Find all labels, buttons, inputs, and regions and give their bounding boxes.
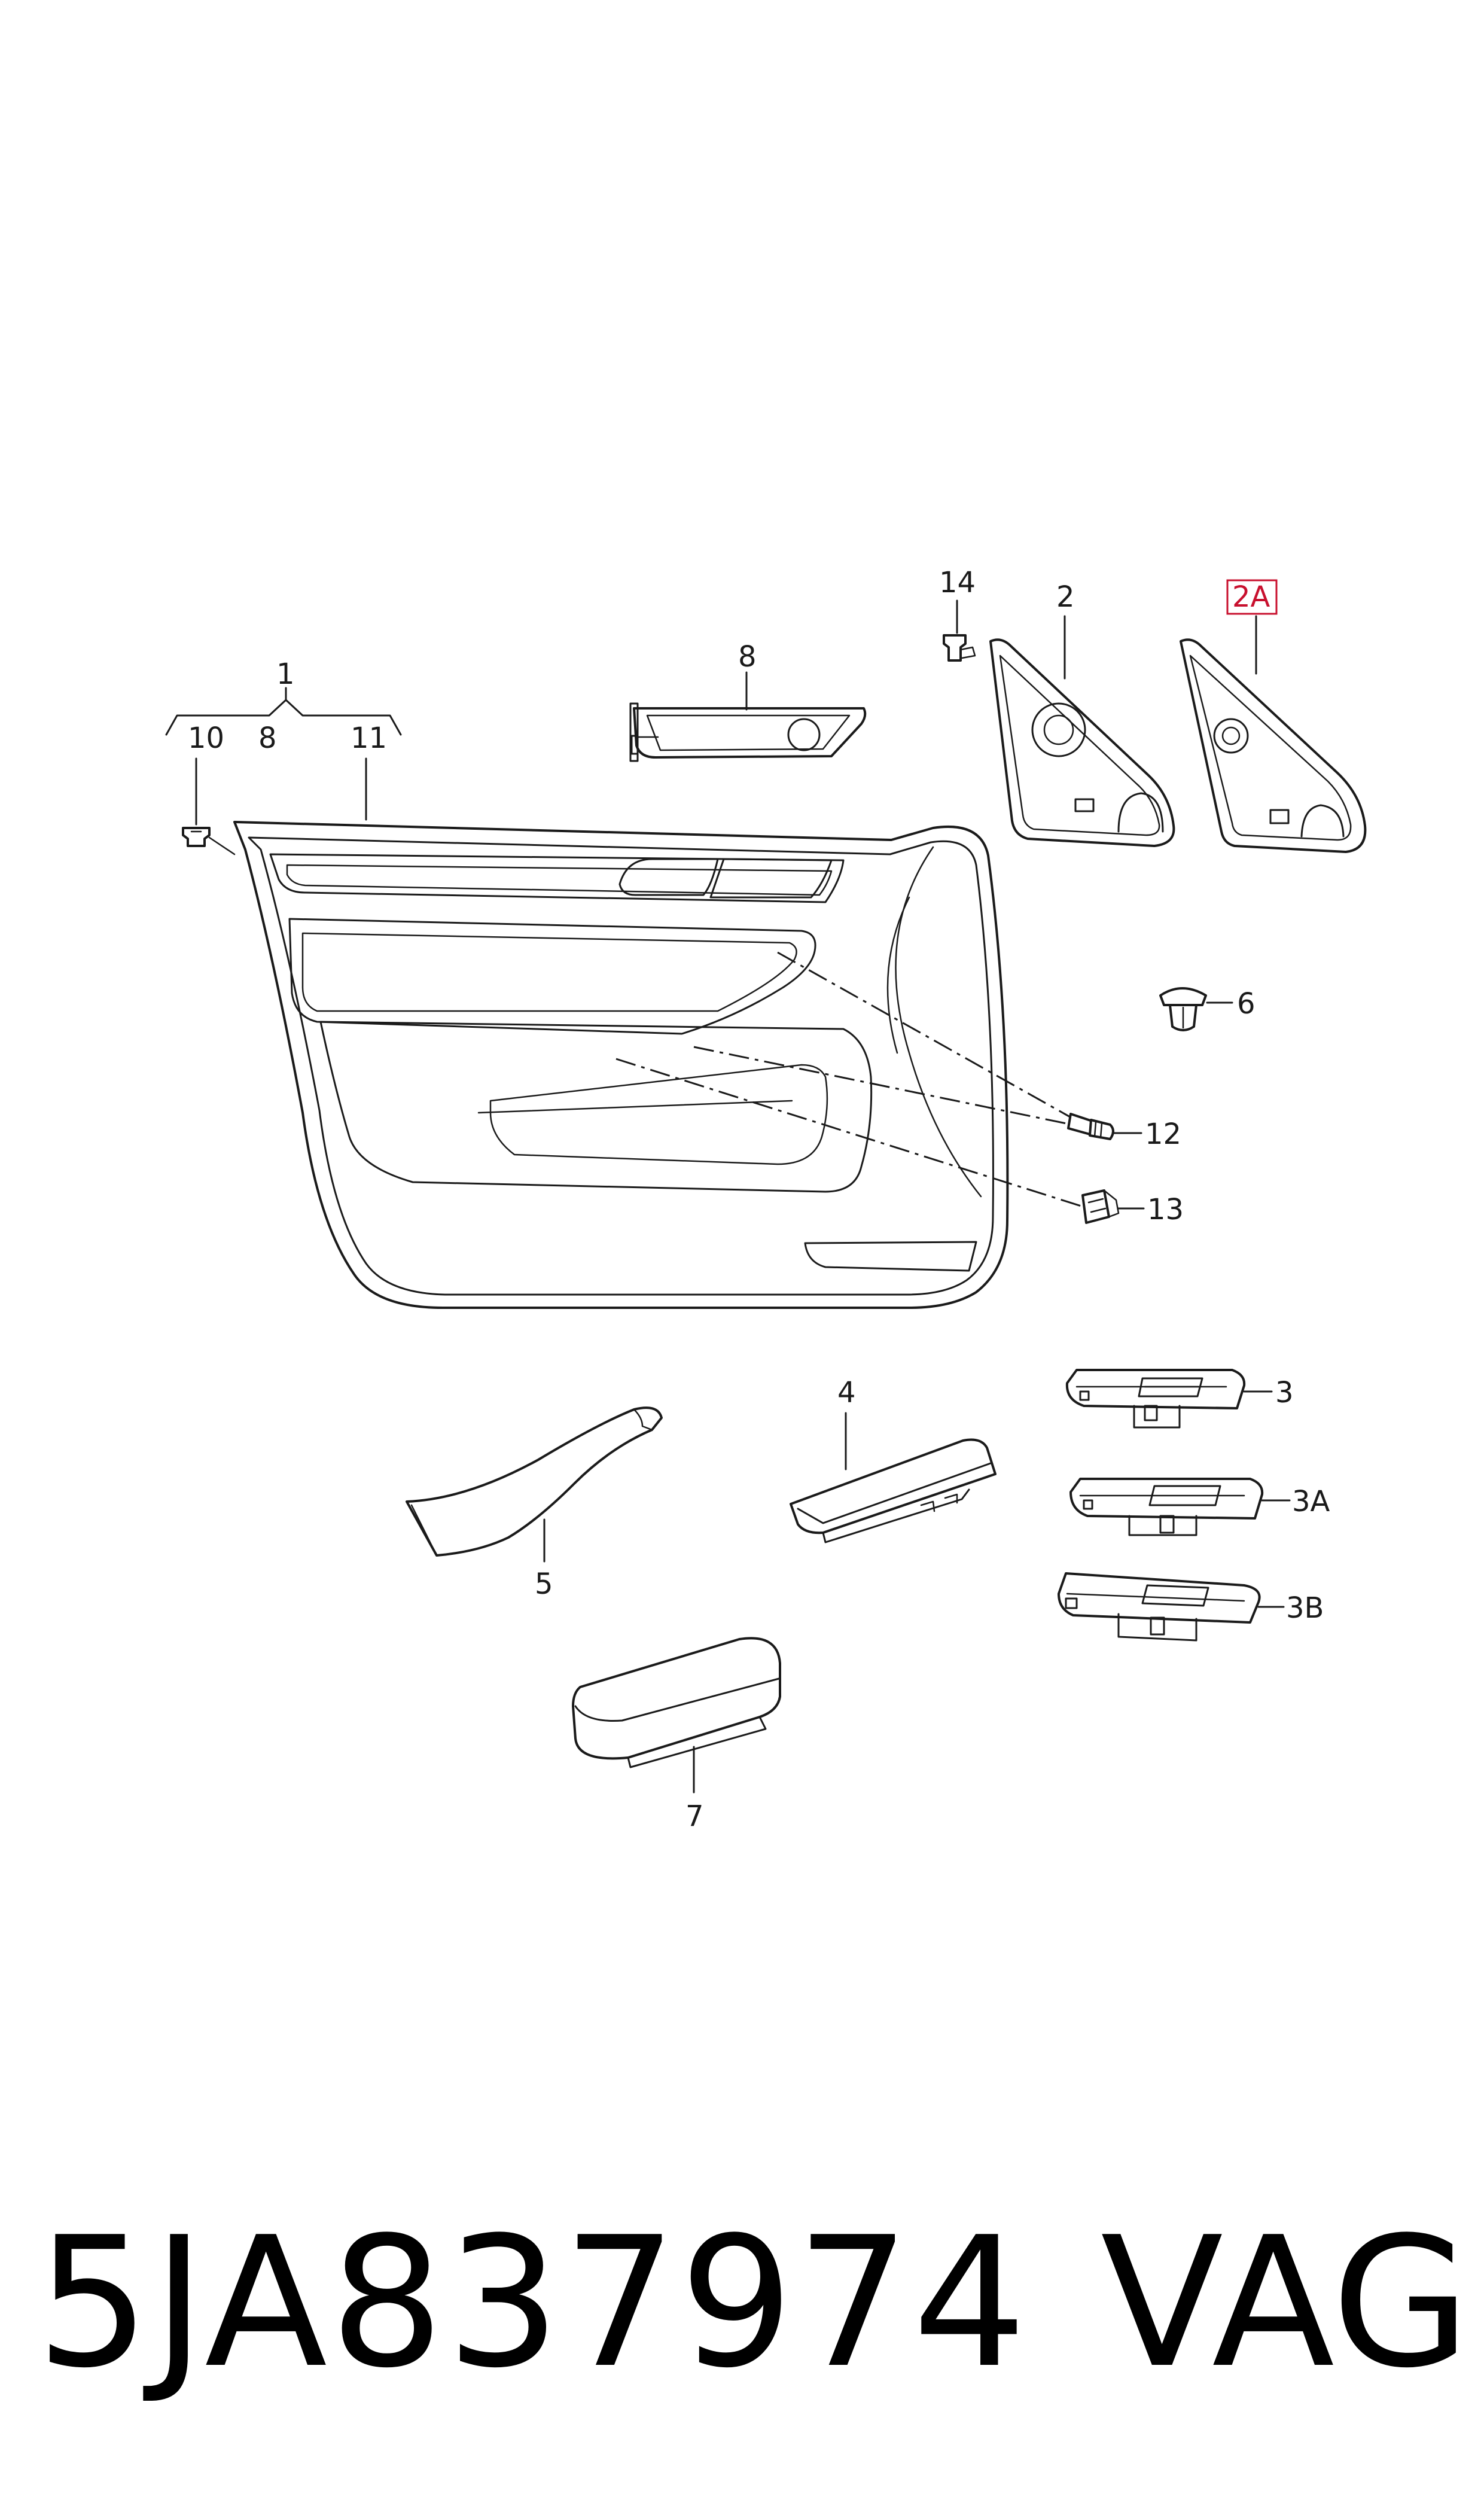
label-11: 11 bbox=[351, 721, 387, 755]
clip-10 bbox=[182, 827, 236, 855]
brand-name: VAG bbox=[1101, 2199, 1471, 2407]
label-3: 3 bbox=[1275, 1376, 1294, 1409]
screw-14 bbox=[943, 634, 976, 662]
leader-12a bbox=[777, 951, 1084, 1126]
label-3B: 3B bbox=[1286, 1591, 1324, 1625]
clip-6 bbox=[1159, 987, 1207, 1031]
label-2: 2 bbox=[1056, 580, 1075, 614]
label-8-group: 8 bbox=[258, 721, 277, 755]
door-trim-panel bbox=[233, 821, 1009, 1309]
label-14: 14 bbox=[939, 566, 976, 599]
label-10: 10 bbox=[188, 721, 224, 755]
window-switch-3 bbox=[1065, 1369, 1246, 1429]
inner-handle-8 bbox=[629, 702, 867, 762]
clip-13 bbox=[1081, 1189, 1120, 1224]
label-6: 6 bbox=[1237, 987, 1256, 1021]
label-3A: 3A bbox=[1292, 1485, 1330, 1518]
highlight-box-2A bbox=[1226, 579, 1278, 615]
window-switch-3B bbox=[1058, 1572, 1261, 1642]
label-2A: 2A bbox=[1232, 580, 1270, 614]
label-1: 1 bbox=[276, 657, 295, 691]
armrest-pad-7 bbox=[572, 1637, 781, 1768]
group-bracket-1 bbox=[165, 687, 402, 736]
leader-13 bbox=[615, 1058, 1089, 1210]
screw-12 bbox=[1067, 1113, 1114, 1140]
switch-bezel-4 bbox=[790, 1438, 997, 1543]
speaker-cover-2A bbox=[1180, 638, 1367, 853]
window-switch-3A bbox=[1069, 1478, 1264, 1536]
label-4: 4 bbox=[837, 1376, 856, 1409]
label-7: 7 bbox=[685, 1800, 704, 1833]
label-13: 13 bbox=[1147, 1193, 1184, 1226]
label-12: 12 bbox=[1145, 1118, 1181, 1151]
speaker-cover-2 bbox=[989, 638, 1175, 847]
leader-12b bbox=[693, 1046, 1084, 1128]
part-number: 5JA837974 bbox=[36, 2199, 1029, 2407]
label-8: 8 bbox=[738, 640, 757, 674]
label-5: 5 bbox=[535, 1567, 553, 1601]
trim-strip-5 bbox=[406, 1406, 663, 1557]
